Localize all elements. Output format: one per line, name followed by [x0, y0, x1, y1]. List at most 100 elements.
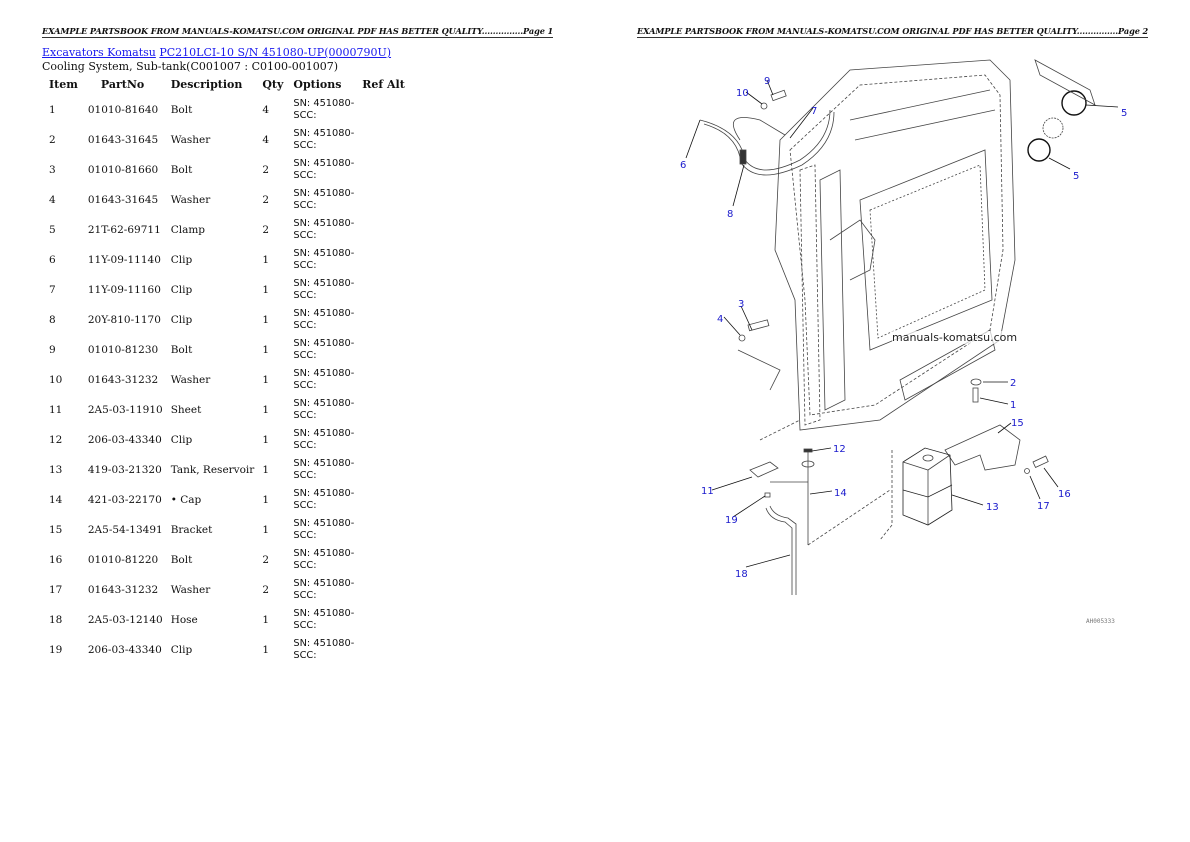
- options-scc: SCC:: [293, 140, 317, 151]
- callout-label: 2: [1010, 378, 1017, 389]
- ref-alt-cell: [357, 455, 410, 485]
- partno-cell: 21T-62-69711: [87, 224, 161, 236]
- options-cell: SN: 451080-SCC:: [288, 335, 357, 365]
- ref-alt-cell: [357, 245, 410, 275]
- options-cell: SN: 451080-SCC:: [288, 215, 357, 245]
- qty-cell: 2: [262, 164, 269, 176]
- callout-label: 18: [735, 569, 748, 580]
- ref-alt-cell: [357, 155, 410, 185]
- options-scc: SCC:: [293, 440, 317, 451]
- callout-label: 10: [736, 88, 749, 99]
- options-scc: SCC:: [293, 290, 317, 301]
- options-scc: SCC:: [293, 350, 317, 361]
- options-serial: SN: 451080-: [293, 248, 355, 259]
- ref-alt-cell: [357, 215, 410, 245]
- item-cell: 9: [49, 344, 56, 356]
- options-cell: SN: 451080-SCC:: [288, 635, 357, 665]
- ref-alt-cell: [357, 125, 410, 155]
- qty-cell: 1: [262, 494, 269, 506]
- description-cell: Washer: [170, 374, 211, 386]
- options-cell: SN: 451080-SCC:: [288, 275, 357, 305]
- options-scc: SCC:: [293, 320, 317, 331]
- description-cell: Clip: [170, 644, 193, 656]
- options-serial: SN: 451080-: [293, 518, 355, 529]
- ref-alt-cell: [357, 335, 410, 365]
- ref-alt-cell: [357, 515, 410, 545]
- options-serial: SN: 451080-: [293, 278, 355, 289]
- item-cell: 14: [49, 494, 63, 506]
- item-cell: 16: [49, 554, 63, 566]
- options-scc: SCC:: [293, 200, 317, 211]
- ref-alt-cell: [357, 305, 410, 335]
- qty-cell: 2: [262, 584, 269, 596]
- options-serial: SN: 451080-: [293, 218, 355, 229]
- description-cell: Sheet: [170, 404, 202, 416]
- options-cell: SN: 451080-SCC:: [288, 485, 357, 515]
- options-cell: SN: 451080-SCC:: [288, 95, 357, 125]
- options-serial: SN: 451080-: [293, 398, 355, 409]
- options-cell: SN: 451080-SCC:: [288, 395, 357, 425]
- options-cell: SN: 451080-SCC:: [288, 575, 357, 605]
- exploded-parts-diagram: [680, 40, 1160, 640]
- options-cell: SN: 451080-SCC:: [288, 305, 357, 335]
- description-cell: • Cap: [170, 494, 202, 506]
- options-scc: SCC:: [293, 170, 317, 181]
- callout-label: 15: [1011, 418, 1024, 429]
- breadcrumb-link-category[interactable]: Excavators Komatsu: [42, 46, 156, 59]
- item-cell: 4: [49, 194, 56, 206]
- options-cell: SN: 451080-SCC:: [288, 245, 357, 275]
- page-1: EXAMPLE PARTSBOOK FROM MANUALS-KOMATSU.C…: [42, 26, 554, 665]
- callout-label: 5: [1121, 108, 1128, 119]
- options-scc: SCC:: [293, 500, 317, 511]
- col-header-description: Description: [170, 77, 243, 91]
- callout-label: 5: [1073, 171, 1080, 182]
- watermark-text: manuals-komatsu.com: [892, 331, 1018, 344]
- partno-cell: 419-03-21320: [87, 464, 162, 476]
- page-2: EXAMPLE PARTSBOOK FROM MANUALS-KOMATSU.C…: [595, 0, 1190, 842]
- options-serial: SN: 451080-: [293, 158, 355, 169]
- qty-cell: 1: [262, 524, 269, 536]
- diagram-drawing: [685, 59, 1119, 595]
- callout-label: 16: [1058, 489, 1071, 500]
- qty-cell: 2: [262, 194, 269, 206]
- item-cell: 10: [49, 374, 63, 386]
- partno-cell: 01010-81220: [87, 554, 159, 566]
- page-header: EXAMPLE PARTSBOOK FROM MANUALS-KOMATSU.C…: [42, 26, 554, 38]
- options-cell: SN: 451080-SCC:: [288, 365, 357, 395]
- options-cell: SN: 451080-SCC:: [288, 185, 357, 215]
- item-cell: 8: [49, 314, 56, 326]
- description-cell: Washer: [170, 134, 211, 146]
- qty-cell: 2: [262, 224, 269, 236]
- callout-label: 19: [725, 515, 738, 526]
- item-cell: 7: [49, 284, 56, 296]
- options-serial: SN: 451080-: [293, 638, 355, 649]
- callout-label: 9: [764, 76, 771, 87]
- qty-cell: 1: [262, 374, 269, 386]
- partno-cell: 20Y-810-1170: [87, 314, 161, 326]
- qty-cell: 1: [262, 314, 269, 326]
- options-scc: SCC:: [293, 620, 317, 631]
- callout-label: 1: [1010, 400, 1017, 411]
- partno-cell: 206-03-43340: [87, 434, 162, 446]
- item-cell: 3: [49, 164, 56, 176]
- page-header: EXAMPLE PARTSBOOK FROM MANUALS-KOMATSU.C…: [637, 26, 1149, 38]
- options-serial: SN: 451080-: [293, 428, 355, 439]
- description-cell: Clip: [170, 314, 193, 326]
- ref-alt-cell: [357, 185, 410, 215]
- qty-cell: 1: [262, 344, 269, 356]
- ref-alt-cell: [357, 425, 410, 455]
- breadcrumb-link-model[interactable]: PC210LCI-10 S/N 451080-UP(0000790U): [159, 46, 392, 59]
- options-scc: SCC:: [293, 410, 317, 421]
- item-cell: 15: [49, 524, 63, 536]
- partno-cell: 01010-81640: [87, 104, 159, 116]
- item-cell: 13: [49, 464, 63, 476]
- item-cell: 1: [49, 104, 56, 116]
- callout-label: 13: [986, 502, 999, 513]
